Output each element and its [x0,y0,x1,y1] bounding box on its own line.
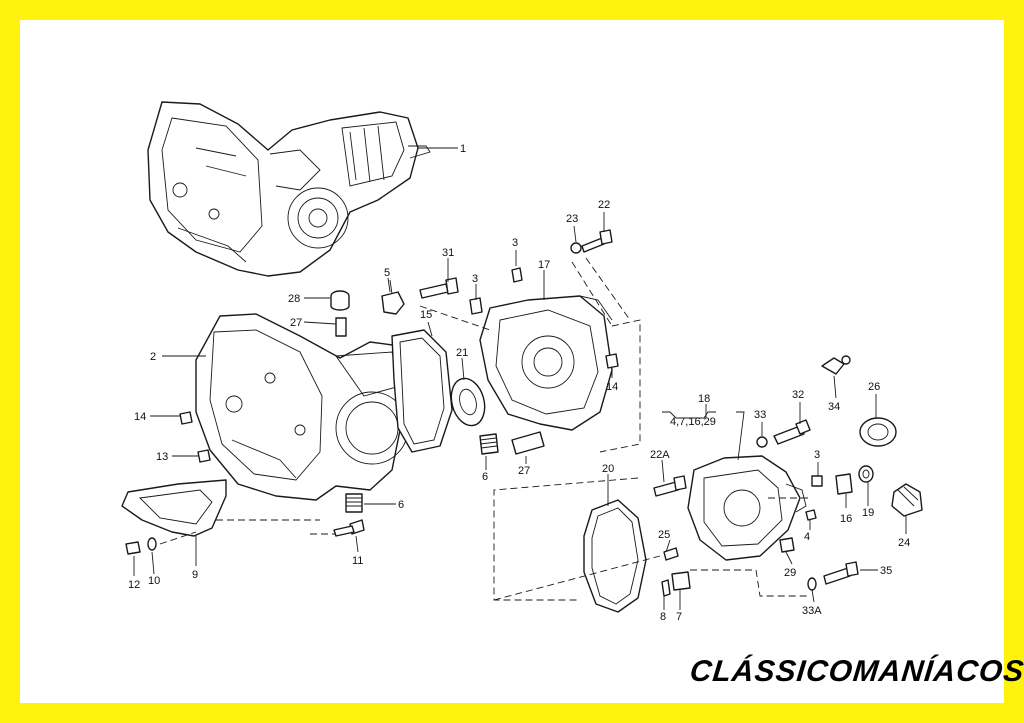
callout-25: 25 [658,529,670,541]
callout-13: 13 [156,451,168,463]
callout-5: 5 [384,267,390,279]
assembly-lines [159,257,810,601]
callout-17: 17 [538,259,550,271]
callout-2: 2 [150,351,156,363]
gasket-15 [391,329,453,453]
callout-23: 23 [566,213,578,225]
callout-18-includes: 4,7,16,29 [670,416,716,428]
callout-3-b: 3 [512,237,518,249]
callout-14-left: 14 [134,411,146,423]
callout-10: 10 [148,575,160,587]
intermediate-housing-17 [479,295,613,431]
callout-20: 20 [602,463,614,475]
callout-4: 4 [804,531,810,543]
rear-cover-18 [687,455,807,561]
callout-19: 19 [862,507,874,519]
callout-27-left: 27 [290,317,302,329]
callout-11: 11 [352,555,363,567]
callout-3-c: 3 [814,449,820,461]
callout-26: 26 [868,381,880,393]
gearbox-assembly-1 [147,101,431,277]
clutch-housing-2 [195,313,409,501]
callout-31: 31 [442,247,454,259]
brand-watermark: CLÁSSICOMANÍACOS [688,655,1024,688]
callout-labels: 1 2 14 13 28 27 5 31 3 3 17 23 22 15 21 … [128,143,910,623]
callout-33: 33 [754,409,766,421]
callout-16: 16 [840,513,852,525]
callout-12: 12 [128,579,140,591]
callout-9: 9 [192,569,198,581]
callout-27-right: 27 [518,465,530,477]
seal-ring-21 [450,377,486,427]
callout-32: 32 [792,389,804,401]
callout-29: 29 [784,567,796,579]
cover-plate-9 [121,479,227,537]
callout-35: 35 [880,565,892,577]
callout-15: 15 [420,309,432,321]
callout-22a: 22A [650,449,670,461]
callout-8: 8 [660,611,666,623]
callout-3-a: 3 [472,273,478,285]
callout-6-a: 6 [482,471,488,483]
small-parts [125,229,923,597]
callout-21: 21 [456,347,468,359]
callout-22: 22 [598,199,610,211]
callout-24: 24 [898,537,910,549]
callout-6-b: 6 [398,499,404,511]
callout-7: 7 [676,611,682,623]
callout-18: 18 [698,393,710,405]
callout-28: 28 [288,293,300,305]
callout-34: 34 [828,401,840,413]
gasket-20 [583,499,647,613]
callout-33a: 33A [802,605,822,617]
callout-1: 1 [460,143,466,155]
leader-lines [133,147,907,610]
callout-14-right: 14 [606,381,618,393]
